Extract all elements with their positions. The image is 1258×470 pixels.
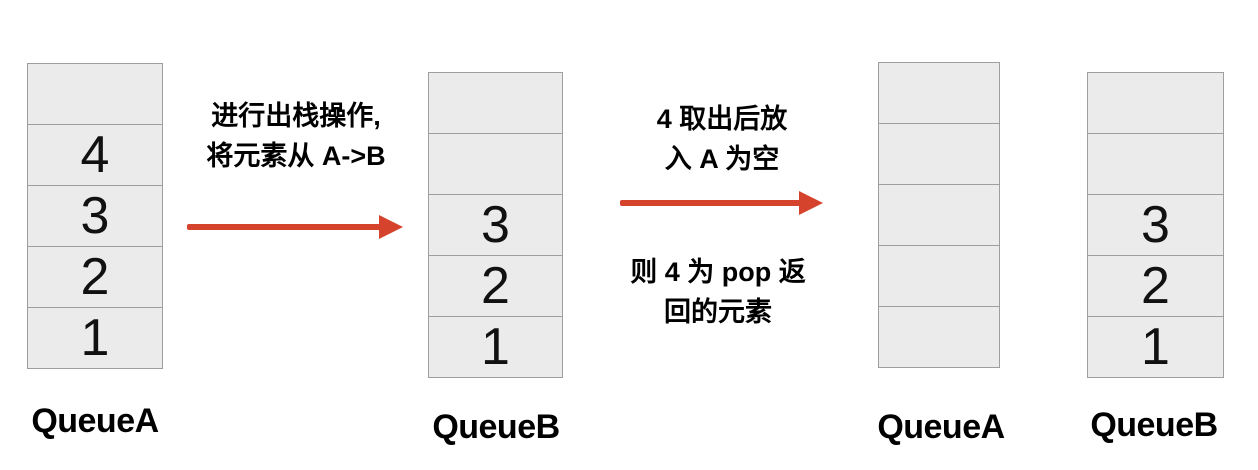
queue-cell [1087, 133, 1224, 195]
arrow-shaft [187, 224, 381, 230]
queue-cell: 3 [428, 194, 563, 256]
queue-a-initial: 4 3 2 1 [27, 63, 163, 369]
annotation-line: 入 A 为空 [664, 144, 780, 174]
queue-a-final-label: QueueA [877, 408, 1005, 446]
queue-cell [878, 62, 1000, 124]
queue-b-final: 3 2 1 [1087, 72, 1224, 378]
queue-cell [878, 184, 1000, 246]
queue-cell: 4 [27, 124, 163, 186]
queue-cell: 2 [1087, 255, 1224, 317]
queue-cell: 1 [428, 316, 563, 378]
annotation-pop-return: 则 4 为 pop 返 回的元素 [598, 252, 838, 332]
queue-b-after-transfer-label: QueueB [432, 408, 560, 446]
annotation-line: 将元素从 A->B [206, 141, 386, 171]
annotation-four-removed: 4 取出后放 入 A 为空 [612, 99, 832, 179]
queue-cell: 2 [428, 255, 563, 317]
queue-b-final-label: QueueB [1090, 406, 1218, 444]
queue-cell: 3 [27, 185, 163, 247]
queue-cell [878, 245, 1000, 307]
queue-a-final [878, 62, 1000, 368]
queue-cell [27, 63, 163, 125]
arrow-head [799, 191, 823, 215]
annotation-line: 进行出栈操作, [211, 101, 381, 131]
queue-a-initial-label: QueueA [31, 402, 159, 440]
annotation-pop-transfer: 进行出栈操作, 将元素从 A->B [186, 96, 406, 176]
arrow-head [379, 215, 403, 239]
queue-cell [878, 123, 1000, 185]
queue-cell: 3 [1087, 194, 1224, 256]
annotation-line: 4 取出后放 [656, 104, 788, 134]
queue-cell: 2 [27, 246, 163, 308]
queue-cell [1087, 72, 1224, 134]
queue-cell [428, 133, 563, 195]
queue-cell: 1 [1087, 316, 1224, 378]
queue-cell: 1 [27, 307, 163, 369]
queue-cell [428, 72, 563, 134]
arrow-shaft [620, 200, 801, 206]
annotation-line: 则 4 为 pop 返 [630, 257, 806, 287]
annotation-line: 回的元素 [664, 297, 772, 327]
queue-cell [878, 306, 1000, 368]
queue-b-after-transfer: 3 2 1 [428, 72, 563, 378]
